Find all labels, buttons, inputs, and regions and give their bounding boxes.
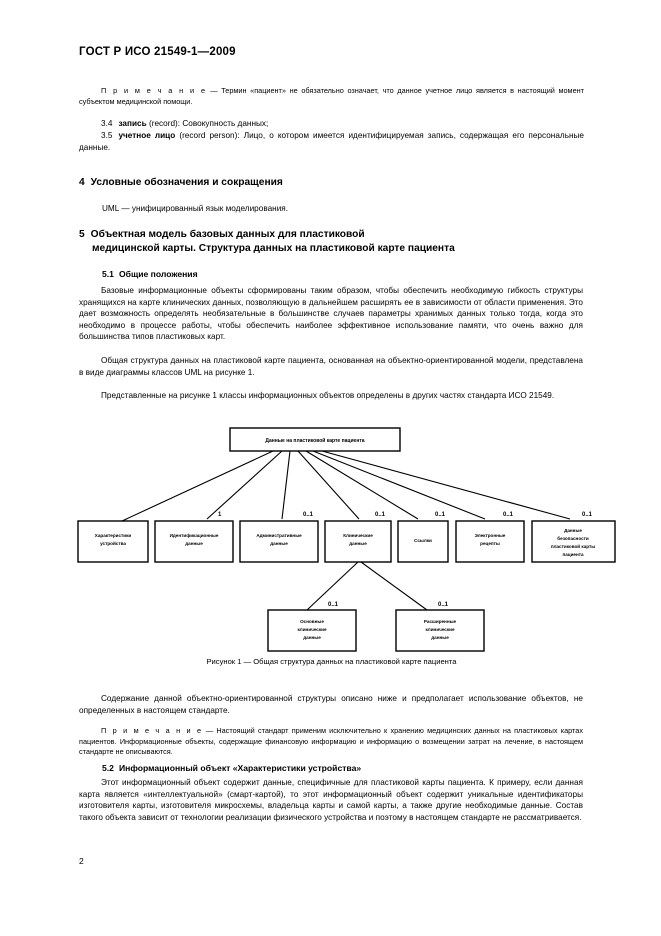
multiplicity-label: 0..1: [328, 602, 339, 608]
heading-title: Условные обозначения и сокращения: [90, 177, 283, 188]
clause-text: (record person): Лицо, о котором имеется…: [79, 131, 585, 152]
paragraph-text: Содержание данной объектно-ориентированн…: [79, 694, 583, 715]
heading-section-5-1: 5.1 Общие положения: [102, 268, 607, 280]
clause-number: 3.4: [101, 119, 113, 128]
paragraph-after-figure: Содержание данной объектно-ориентированн…: [79, 693, 583, 716]
clause-number: 3.5: [101, 131, 113, 140]
node-label-line: Расширенные: [424, 619, 457, 624]
multiplicity-label: 1: [218, 512, 222, 518]
diagram-node-basic-clinical-data: Основные клинические данные 0..1: [267, 602, 357, 652]
note-paragraph-1: П р и м е ч а н и е — Термин «пациент» н…: [79, 86, 584, 107]
node-label-line: клинические: [297, 627, 327, 632]
heading-title-line1: Объектная модель базовых данных для плас…: [90, 229, 365, 240]
diagram-root-node: Данные на пластиковой карте пациента: [229, 427, 401, 452]
node-label-line: данные: [270, 541, 288, 546]
diagram-node-administrative-data: Административные данные 0..1: [239, 512, 319, 563]
note-dash: —: [202, 726, 217, 735]
root-node-label: Данные на пластиковой карте пациента: [265, 437, 364, 444]
diagram-edges-root: [121, 450, 571, 522]
note-text: Настоящий стандарт применим исключительн…: [79, 726, 584, 757]
node-label-line: Административные: [256, 533, 302, 538]
node-label-line: данные: [431, 635, 449, 640]
heading-number: 5: [79, 229, 85, 240]
node-label-line: данные: [185, 541, 203, 546]
node-label-line: Идентификационные: [170, 532, 219, 538]
note-text: Термин «пациент» не обязательно означает…: [79, 86, 585, 106]
note-label: П р и м е ч а н и е: [101, 726, 203, 735]
paragraph-text: Этот информационный объект содержит данн…: [79, 778, 583, 822]
diagram-node-device-characteristics: Характеристики устройства: [77, 520, 149, 563]
clause-text: (record): Совокупность данных;: [146, 119, 269, 128]
node-label-line: Ссылки: [414, 538, 432, 543]
diagram-node-electronic-prescriptions: Электронные рецепты 0..1: [455, 512, 525, 563]
node-label-line: Данные: [564, 528, 582, 533]
uml-text: UML — унифицированный язык моделирования…: [102, 204, 289, 213]
paragraph-text: Базовые информационные объекты сформиров…: [79, 286, 583, 342]
figure-caption: Рисунок 1 — Общая структура данных на пл…: [79, 657, 584, 666]
page-number: 2: [79, 856, 84, 866]
diagram-node-card-security-data: Данные безопасности пластиковой карты па…: [531, 512, 616, 563]
node-label-line: Характеристики: [95, 533, 132, 538]
figure-caption-text: Рисунок 1 — Общая структура данных на пл…: [206, 657, 457, 666]
diagram-node-references: Ссылки 0..1: [397, 512, 449, 563]
heading-number: 5.2: [102, 763, 114, 773]
multiplicity-label: 0..1: [582, 512, 593, 518]
note-label: П р и м е ч а н и е: [101, 86, 207, 95]
node-label-line: пациента: [562, 552, 584, 557]
node-label-line: данные: [303, 635, 321, 640]
heading-title: Общие положения: [118, 269, 198, 279]
multiplicity-label: 0..1: [375, 512, 386, 518]
paragraph-5-1-a: Базовые информационные объекты сформиров…: [79, 285, 583, 343]
heading-section-5-2: 5.2 Информационный объект «Характеристики…: [102, 762, 607, 774]
heading-number: 5.1: [102, 269, 114, 279]
figure-uml-class-diagram: Данные на пластиковой карте пациента Хар…: [70, 424, 630, 654]
node-label-line: Основные: [300, 619, 324, 624]
diagram-node-extended-clinical-data: Расширенные клинические данные 0..1: [395, 602, 485, 652]
heading-title-line2: медицинской карты. Структура данных на п…: [92, 243, 455, 254]
multiplicity-label: 0..1: [303, 512, 314, 518]
node-label-line: пластиковой карты: [551, 543, 595, 549]
node-label-line: рецепты: [480, 541, 500, 546]
multiplicity-label: 0..1: [438, 602, 449, 608]
node-label-line: клинические: [425, 627, 455, 632]
clause-3-5: 3.5 учетное лицо (record person): Лицо, о…: [79, 130, 584, 153]
heading-number: 4: [79, 177, 85, 188]
multiplicity-label: 0..1: [503, 512, 514, 518]
paragraph-text: Общая структура данных на пластиковой ка…: [79, 356, 583, 377]
clause-term: учетное лицо: [118, 131, 176, 140]
node-label-line: устройства: [100, 540, 126, 546]
multiplicity-label: 0..1: [435, 512, 446, 518]
document-header: ГОСТ Р ИСО 21549-1—2009: [79, 46, 236, 58]
clause-term: запись: [118, 119, 147, 128]
paragraph-text: Представленные на рисунке 1 классы инфор…: [101, 391, 555, 400]
note-paragraph-2: П р и м е ч а н и е — Настоящий стандарт…: [79, 726, 583, 758]
uml-abbreviation-line: UML — унифицированный язык моделирования…: [102, 203, 607, 215]
clause-3-4: 3.4 запись (record): Совокупность данных;: [79, 118, 584, 130]
paragraph-5-1-c: Представленные на рисунке 1 классы инфор…: [79, 390, 583, 402]
note-dash: —: [206, 86, 222, 95]
node-label-line: данные: [349, 541, 367, 546]
heading-title: Информационный объект «Характеристики ус…: [118, 763, 362, 773]
paragraph-5-2: Этот информационный объект содержит данн…: [79, 777, 583, 823]
diagram-edges-clinical: [306, 561, 428, 611]
node-label-line: безопасности: [557, 535, 589, 541]
diagram-node-identification-data: Идентификационные данные 1: [154, 512, 234, 563]
node-label-line: Электронные: [475, 533, 506, 538]
paragraph-5-1-b: Общая структура данных на пластиковой ка…: [79, 355, 583, 378]
heading-section-5: 5 Объектная модель базовых данных для пла…: [79, 228, 589, 256]
diagram-node-clinical-data: Клинические данные 0..1: [324, 512, 392, 563]
node-label-line: Клинические: [343, 533, 373, 538]
heading-section-4: 4 Условные обозначения и сокращения: [79, 176, 584, 190]
